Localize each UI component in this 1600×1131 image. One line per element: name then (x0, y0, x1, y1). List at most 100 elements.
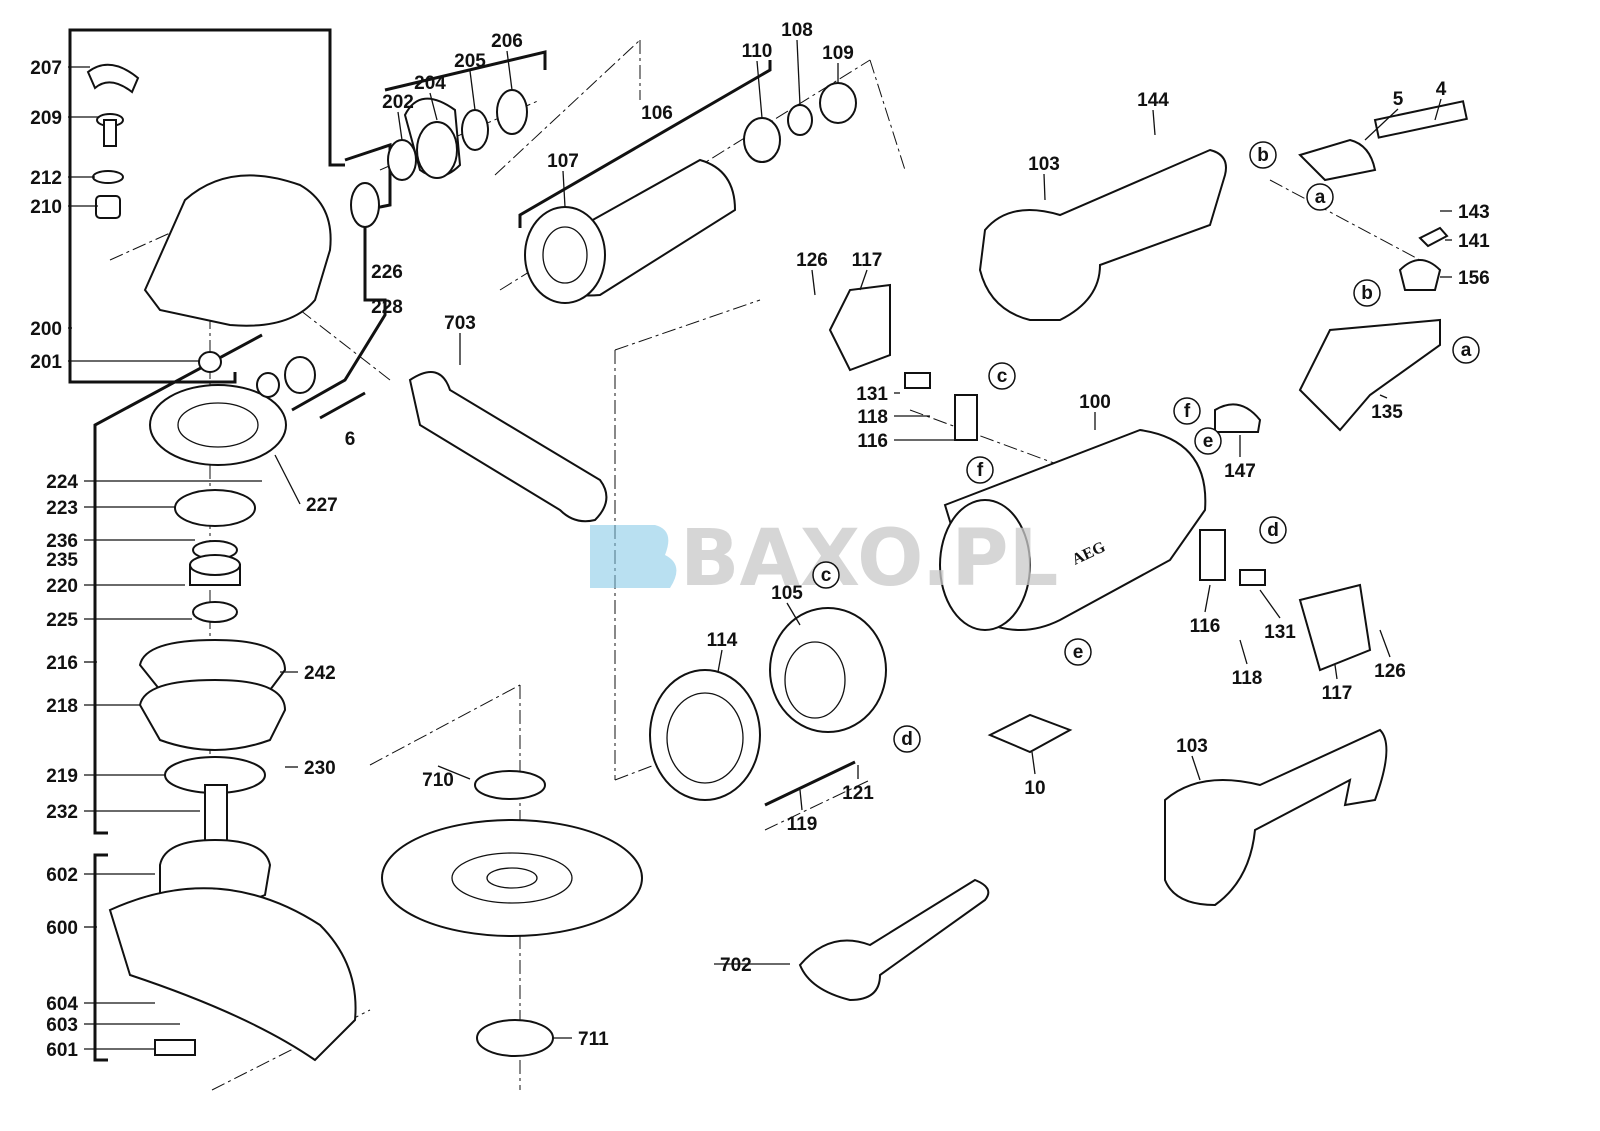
part-label-200: 200 (30, 319, 62, 340)
leader-line (1191, 755, 1201, 781)
connector-letter: d (901, 729, 913, 750)
leader-line (1239, 639, 1248, 665)
part-label-126: 126 (1374, 661, 1406, 682)
watermark-text: BAXO.PL (680, 514, 1058, 604)
leader-line (1379, 394, 1388, 399)
part-114-shape (649, 669, 761, 801)
part-200-housing (143, 174, 332, 327)
leader-line (562, 170, 566, 208)
part-label-207: 207 (30, 58, 62, 79)
part-711-nut (476, 1019, 554, 1057)
part-label-216: 216 (46, 653, 78, 674)
bracket-600 (93, 853, 108, 1062)
leader-line (1434, 98, 1442, 121)
part-703-handle (408, 371, 608, 523)
part-205-shape (461, 109, 489, 151)
part-label-131: 131 (856, 384, 888, 405)
leader-line (799, 789, 803, 811)
connector-letter: d (1267, 520, 1279, 541)
part-4-cable (1373, 100, 1468, 139)
part-label-116: 116 (857, 431, 888, 452)
part-label-703: 703 (444, 313, 476, 334)
part-110-bearing (743, 117, 781, 163)
part-label-219: 219 (46, 766, 78, 787)
part-label-236: 236 (46, 531, 78, 552)
connector-f: f (1173, 397, 1201, 425)
part-218-shape (138, 678, 287, 751)
part-label-227: 227 (306, 495, 338, 516)
part-label-114: 114 (707, 630, 738, 651)
part-label-225: 225 (46, 610, 78, 631)
part-label-601: 601 (46, 1040, 78, 1061)
part-131-brush-top (904, 372, 931, 389)
connector-b: b (1353, 279, 1381, 307)
part-label-232: 232 (46, 802, 78, 823)
connector-c: c (988, 362, 1016, 390)
part-label-147: 147 (1224, 461, 1256, 482)
part-label-204: 204 (414, 73, 446, 94)
part-201-shape (198, 351, 222, 373)
leader-line (1031, 751, 1036, 775)
part-601-shape (154, 1039, 196, 1056)
connector-letter: e (1073, 642, 1084, 663)
part-105-stator (769, 607, 887, 733)
connector-letter: a (1315, 187, 1326, 208)
part-label-118: 118 (857, 407, 888, 428)
part-label-235: 235 (46, 550, 78, 571)
part-label-108: 108 (781, 20, 813, 41)
bracket-106 (518, 60, 772, 228)
part-600-guard (108, 887, 357, 1062)
part-label-110: 110 (742, 41, 773, 62)
part-210-shape (95, 195, 121, 219)
part-206-shape (496, 89, 528, 135)
part-label-602: 602 (46, 865, 78, 886)
part-label-5: 5 (1393, 89, 1404, 110)
part-bevel-gear (149, 384, 287, 466)
part-131-brush-bottom (1239, 569, 1266, 586)
connector-letter: e (1203, 431, 1214, 452)
leader-line (796, 39, 801, 106)
connector-circle (1194, 427, 1222, 455)
connector-d: d (893, 725, 921, 753)
watermark-logo-icon (590, 525, 677, 588)
leader-line (1334, 664, 1338, 680)
part-702-wrench (798, 878, 990, 1002)
part-label-131: 131 (1264, 622, 1296, 643)
connector-circle (1353, 279, 1381, 307)
part-116-holder-top (954, 394, 978, 441)
part-label-209: 209 (30, 108, 62, 129)
leader-line (786, 602, 801, 626)
part-label-6: 6 (345, 429, 356, 450)
connector-f: f (966, 456, 994, 484)
part-209-stem (103, 119, 117, 147)
leader-line (1364, 108, 1399, 141)
connector-d: d (1259, 516, 1287, 544)
leader-line (756, 60, 763, 119)
connector-circle (988, 362, 1016, 390)
part-label-156: 156 (1458, 268, 1490, 289)
connector-circle (966, 456, 994, 484)
connector-circle (1064, 638, 1092, 666)
part-label-106: 106 (641, 103, 673, 124)
part-label-228: 228 (371, 297, 403, 318)
bracket-200-bottom (68, 330, 237, 384)
leader-line (429, 92, 438, 121)
part-label-702: 702 (720, 955, 752, 976)
bracket-206 (384, 50, 547, 92)
part-212-shape (92, 170, 124, 184)
part-10-label-plate (987, 713, 1073, 754)
part-label-201: 201 (30, 352, 62, 373)
part-label-141: 141 (1458, 231, 1490, 252)
part-223-shape (174, 489, 256, 527)
part-label-205: 205 (454, 51, 486, 72)
leader-line (859, 269, 868, 291)
part-label-116: 116 (1190, 616, 1221, 637)
part-shapes (86, 63, 1468, 1062)
part-label-117: 117 (852, 250, 883, 271)
connector-letter: f (1184, 401, 1191, 422)
part-label-202: 202 (382, 92, 414, 113)
part-label-119: 119 (787, 814, 818, 835)
part-labels: 2072092122102002012242232362352202252162… (30, 20, 1490, 1061)
part-207-shape (86, 63, 140, 94)
connector-e: e (1194, 427, 1222, 455)
